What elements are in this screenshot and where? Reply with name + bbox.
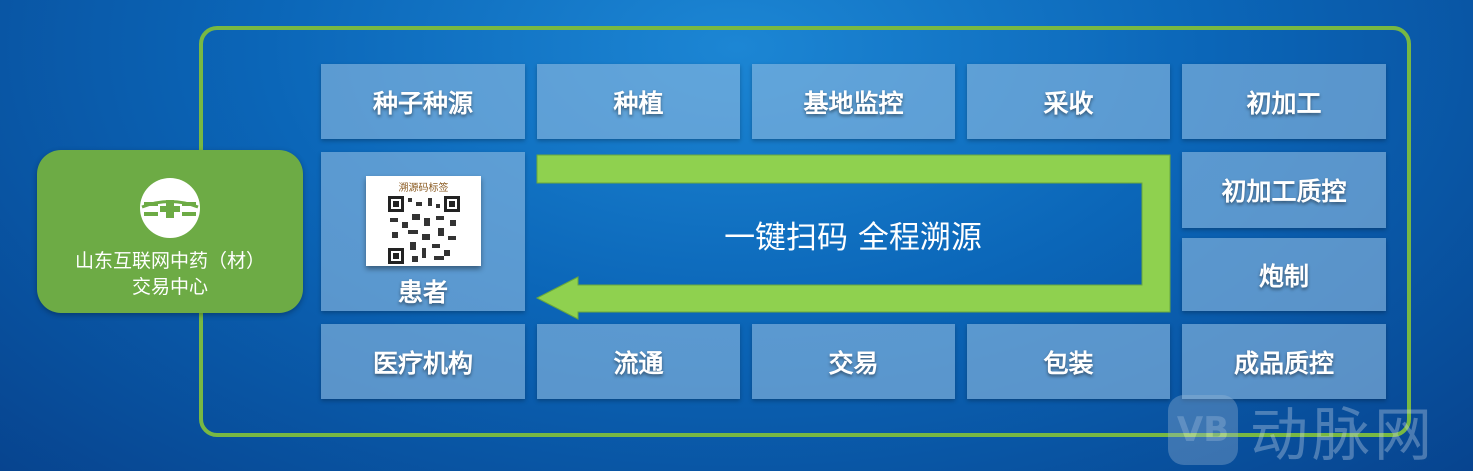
organization-box: 山东互联网中药（材） 交易中心 — [37, 150, 303, 313]
watermark-text: 动脉网 — [1250, 401, 1437, 469]
organization-name-line1: 山东互联网中药（材） — [74, 250, 265, 272]
qr-code-tag: 溯源码标签 — [366, 176, 481, 266]
watermark-badge: VB — [1168, 395, 1238, 465]
patient-label: 患者 — [397, 278, 448, 307]
step-seed-source: 种子种源 — [321, 64, 525, 139]
step-finished-qc: 成品质控 — [1182, 324, 1386, 399]
step-primary-processing: 初加工 — [1182, 64, 1386, 139]
qr-tag-label: 溯源码标签 — [398, 183, 449, 194]
step-trade: 交易 — [752, 324, 955, 399]
watermark: VB 动脉网 — [1168, 388, 1436, 472]
step-planting: 种植 — [537, 64, 740, 139]
step-circulation: 流通 — [537, 324, 740, 399]
organization-logo-icon — [140, 178, 200, 238]
qr-code-icon — [387, 196, 460, 264]
step-processing: 炮制 — [1182, 238, 1386, 311]
step-packaging: 包装 — [967, 324, 1170, 399]
organization-name-line2: 交易中心 — [131, 276, 208, 298]
step-harvest: 采收 — [967, 64, 1170, 139]
slogan: 一键扫码 全程溯源 — [724, 220, 982, 256]
step-processing-qc: 初加工质控 — [1182, 152, 1386, 228]
step-base-monitoring: 基地监控 — [752, 64, 955, 139]
step-medical-institution: 医疗机构 — [321, 324, 525, 399]
